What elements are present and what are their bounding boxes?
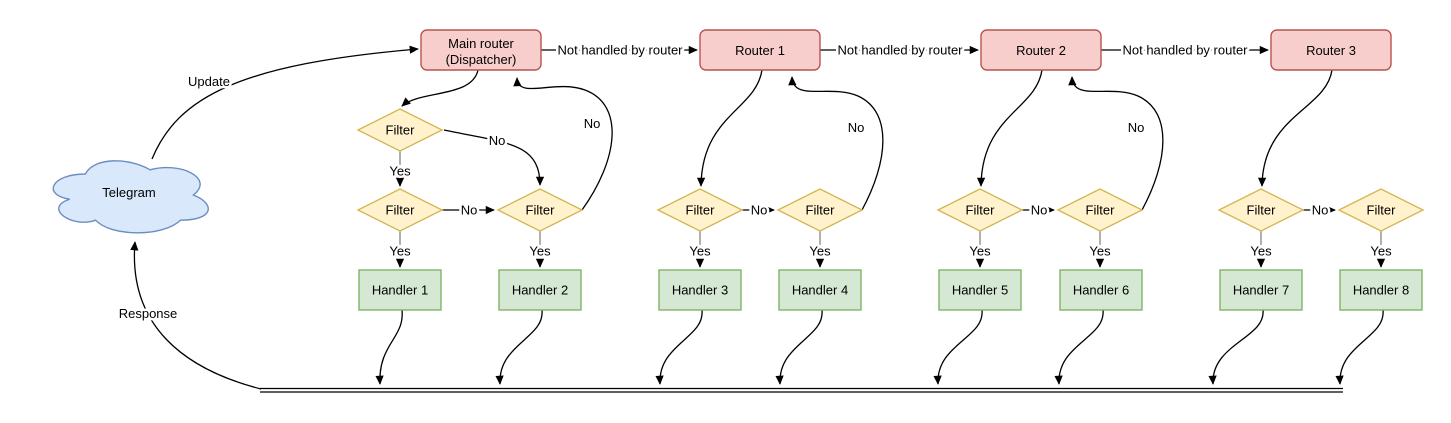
filter-label: Filter [966,203,996,218]
filter-diamond-c2 [1056,188,1144,232]
main-router-to-filter-edge [401,69,479,107]
router2-box [980,29,1102,71]
main-router-label-line1: Main router [448,36,514,51]
handler3-to-bus-edge [655,309,703,385]
not-handled-label-2: Not handled by router [837,43,963,58]
telegram-label: Telegram [102,185,155,200]
filter-diamond-c1 [936,188,1024,232]
router3-box [1270,29,1392,71]
router1-return-no-curve [788,76,884,211]
handler2-box [498,269,582,311]
filter-label: Filter [386,203,416,218]
main-filter-no-curve [443,129,545,186]
yes-label-4: Yes [809,244,831,259]
handler1-label: Handler 1 [372,283,428,298]
yes-label-8: Yes [1370,244,1392,259]
filter-label: Filter [1086,203,1116,218]
handler7-to-bus-edge [1208,309,1264,385]
yes-label-3: Yes [689,244,711,259]
router1-to-filter-edge [696,69,763,187]
yes-label-2: Yes [529,244,551,259]
filter-diamond-a1 [356,188,444,232]
no-label-main-return: No [584,116,601,131]
no-label-router1-return: No [848,120,865,135]
not-handled-label-3: Not handled by router [1122,43,1248,58]
yes-label-1: Yes [389,244,411,259]
handler6-label: Handler 6 [1073,283,1129,298]
yes-label-6: Yes [1089,244,1111,259]
filter-label: Filter [526,203,556,218]
no-label-pair-a: No [461,203,478,218]
handler4-box [778,269,862,311]
handler8-label: Handler 8 [1353,283,1409,298]
router2-label: Router 2 [1016,43,1066,58]
main-router-box [420,29,542,71]
handler5-box [938,269,1022,311]
main-router-label-line2: (Dispatcher) [446,52,517,67]
router2-return-no-curve [1068,76,1164,211]
handler1-to-bus-edge [375,309,403,385]
update-edge [151,45,419,160]
filter-diamond-b1 [656,188,744,232]
router3-to-filter-edge [1257,69,1333,187]
yes-label-5: Yes [969,244,991,259]
telegram-cloud [52,160,209,234]
filter-diamond-d1 [1217,188,1305,232]
handler3-label: Handler 3 [672,283,728,298]
filter-diamond-a2 [496,188,584,232]
filter-diamond-main-top [356,108,444,152]
filter-label: Filter [806,203,836,218]
filter-diamond-b2 [776,188,864,232]
no-label-pair-d: No [1312,203,1329,218]
handler5-to-bus-edge [933,309,983,385]
router1-box [699,29,821,71]
filter-label: Filter [1247,203,1277,218]
handler3-box [658,269,742,311]
router3-label: Router 3 [1306,43,1356,58]
filter-label: Filter [386,123,416,138]
filter-label: Filter [686,203,716,218]
handler1-box [358,269,442,311]
router1-label: Router 1 [735,43,785,58]
main-return-no-curve [513,77,613,211]
handler6-to-bus-edge [1054,309,1104,385]
router2-to-filter-edge [976,69,1043,187]
no-label-pair-b: No [751,203,768,218]
handler7-box [1219,269,1303,311]
yes-label-7: Yes [1250,244,1272,259]
handler6-box [1059,269,1143,311]
no-label-main-top: No [489,133,506,148]
handler8-box [1339,269,1423,311]
handler2-label: Handler 2 [512,283,568,298]
handler4-to-bus-edge [775,309,823,385]
no-label-pair-c: No [1031,203,1048,218]
filter-label: Filter [1367,203,1397,218]
response-label: Response [119,306,178,321]
no-label-router2-return: No [1128,120,1145,135]
handler7-label: Handler 7 [1233,283,1289,298]
update-label: Update [188,74,230,89]
handler5-label: Handler 5 [952,283,1008,298]
response-edge [130,241,262,390]
yes-label-top: Yes [389,164,411,179]
not-handled-label-1: Not handled by router [557,43,683,58]
handler8-to-bus-edge [1335,309,1384,385]
handler4-label: Handler 4 [792,283,848,298]
handler2-to-bus-edge [495,309,543,385]
filter-diamond-d2 [1337,188,1425,232]
